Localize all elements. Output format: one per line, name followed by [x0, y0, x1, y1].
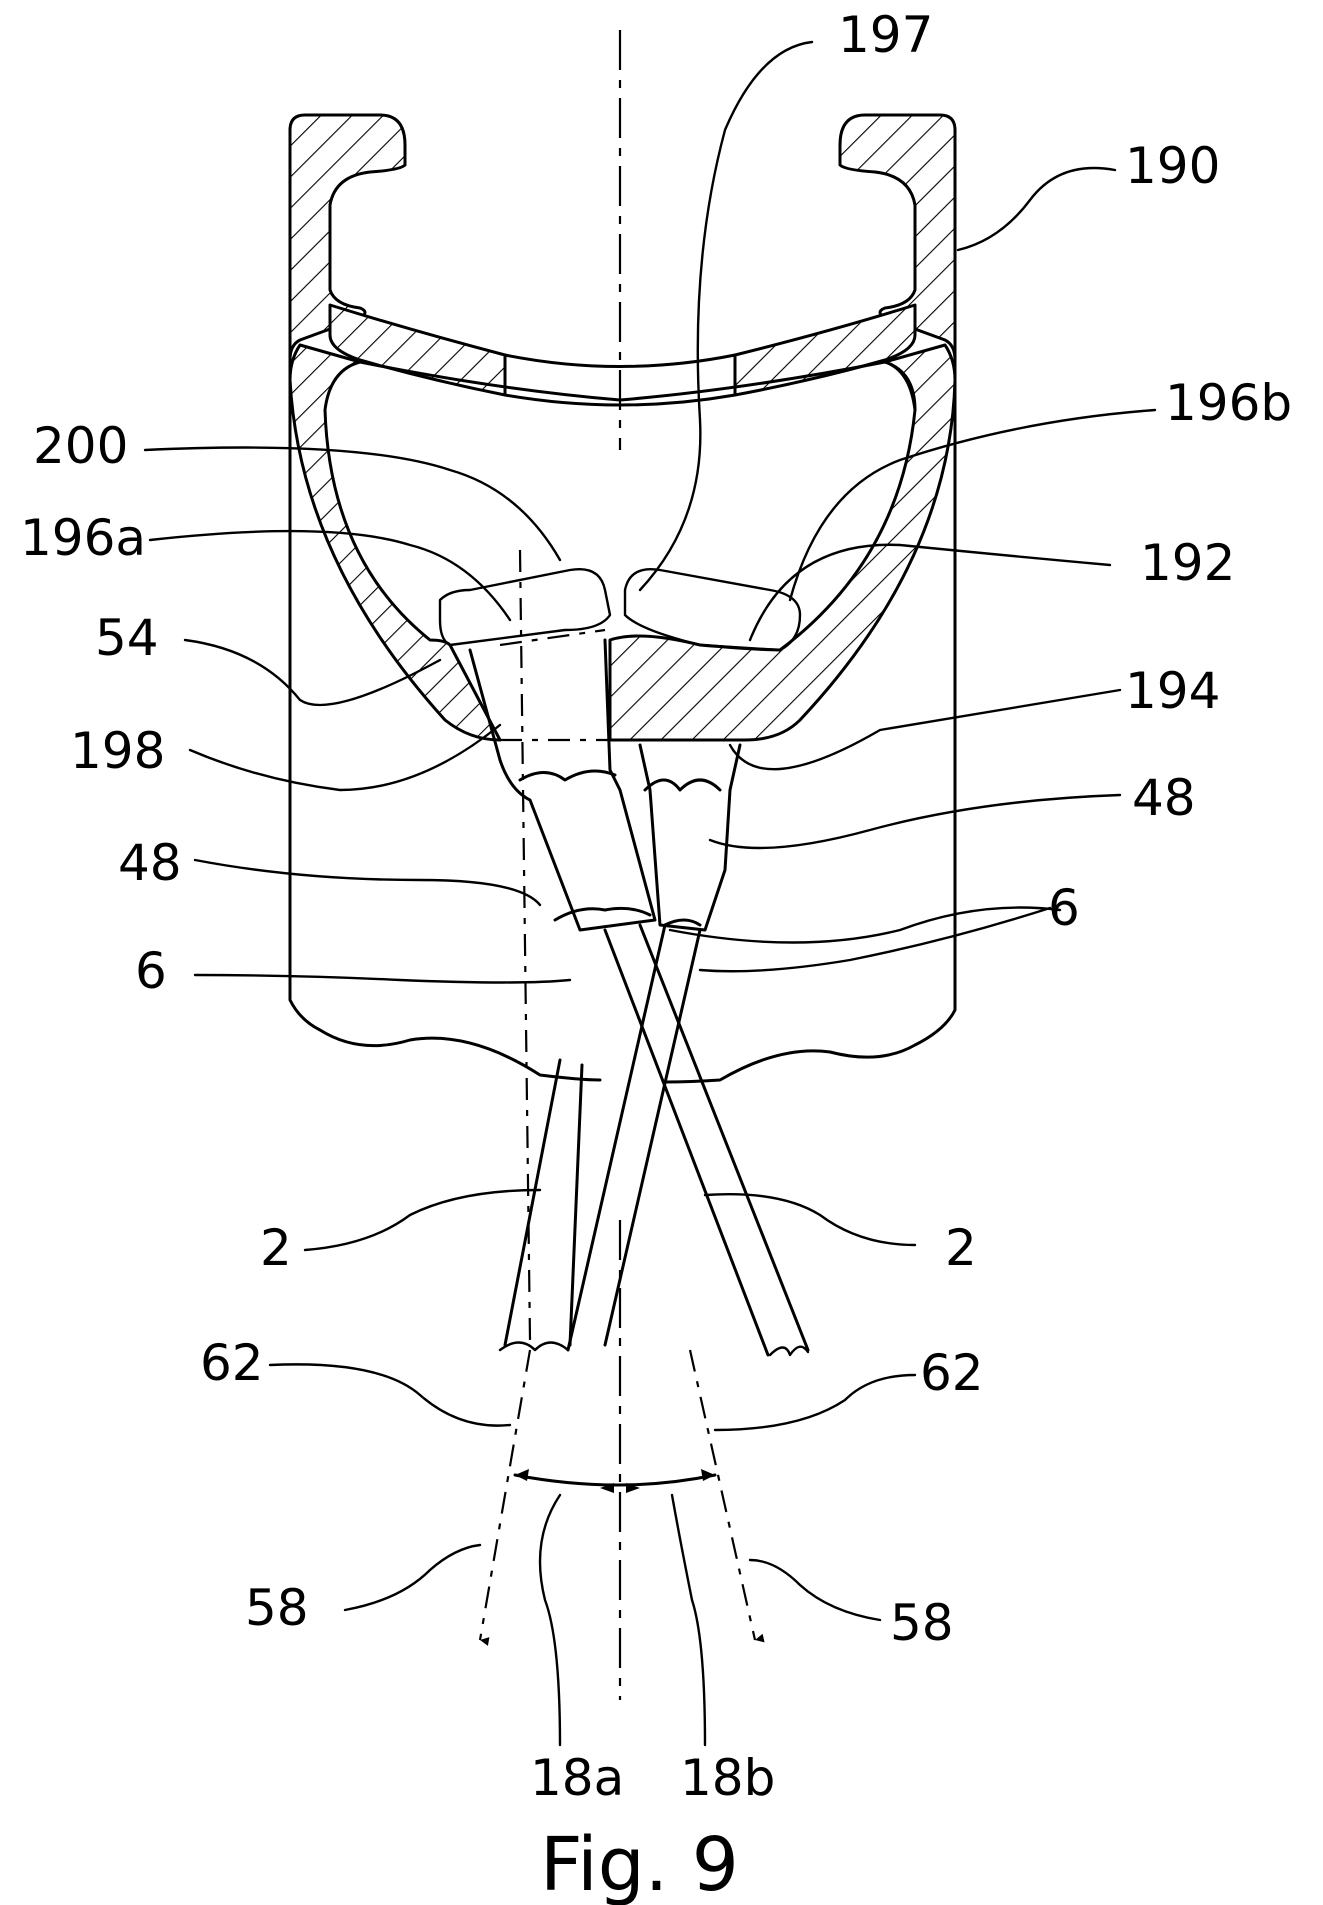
rim-left-wall: [288, 343, 502, 742]
spoke-left: [603, 923, 810, 1357]
nipple-seat-left: [438, 568, 612, 647]
rim-bridge-left: [328, 303, 507, 397]
nipple-right: [638, 743, 742, 932]
label-48-left: 48: [118, 834, 182, 892]
label-48-right: 48: [1132, 769, 1196, 827]
label-58-left: 58: [245, 1579, 309, 1637]
label-6-left: 6: [135, 942, 167, 1000]
nipple-left: [468, 638, 657, 932]
rim-cross-section: [288, 113, 957, 1084]
label-196a: 196a: [20, 509, 146, 567]
label-2-right: 2: [945, 1219, 977, 1277]
spoke-left-lower: [503, 1058, 584, 1347]
figure-caption: Fig. 9: [540, 1822, 739, 1905]
label-190: 190: [1125, 137, 1220, 195]
label-6-right: 6: [1048, 879, 1080, 937]
label-62-left: 62: [200, 1334, 264, 1392]
label-18b: 18b: [680, 1749, 775, 1807]
spoke-axis-right: [688, 1349, 765, 1643]
label-196b: 196b: [1165, 374, 1292, 432]
label-58-right: 58: [890, 1594, 954, 1652]
label-18a: 18a: [530, 1749, 624, 1807]
label-197: 197: [838, 6, 933, 64]
label-198: 198: [70, 722, 165, 780]
label-200: 200: [33, 417, 128, 475]
spoke-axis-left: [478, 549, 532, 1646]
label-54: 54: [95, 609, 159, 667]
label-62-right: 62: [920, 1344, 984, 1402]
nipple-seat-right: [623, 568, 802, 652]
label-2-left: 2: [260, 1219, 292, 1277]
reference-labels: 197 190 196b 200 196a 192 54 194 198 48 …: [20, 6, 1292, 1807]
label-194: 194: [1125, 662, 1220, 720]
spoke-right: [498, 923, 702, 1352]
leader-lines: [143, 40, 1157, 1747]
label-192: 192: [1140, 534, 1235, 592]
angle-arc: [513, 1469, 717, 1493]
rim-bridge-right: [733, 303, 917, 397]
